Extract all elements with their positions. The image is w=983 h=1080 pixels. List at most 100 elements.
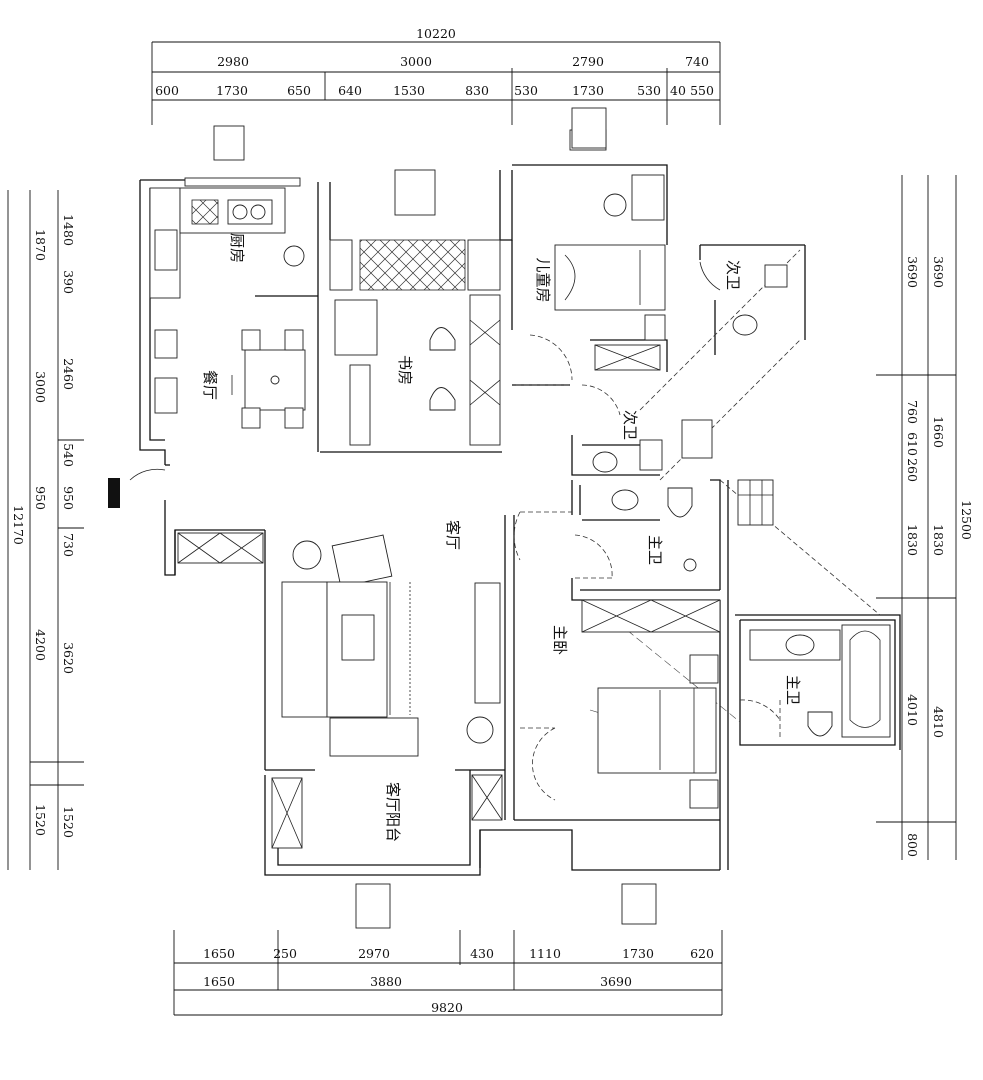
right-outer-dim: 1660: [931, 416, 946, 448]
second-bath-top-label: 次卫: [724, 260, 742, 290]
bed-mattress: [359, 239, 466, 291]
study-label: 书房: [396, 355, 414, 385]
bathtub-icon: [841, 624, 891, 738]
left-inner-dim: 2460: [61, 358, 76, 390]
bookshelf-icon: [349, 364, 371, 446]
kids-room-label: 儿童房: [534, 257, 552, 302]
left-inner-dim: 950: [61, 486, 76, 510]
top-seg-dim: 40: [670, 83, 686, 98]
basin-icon: [732, 314, 758, 336]
plant-icon: [466, 716, 494, 744]
second-bath-mid: 次卫: [592, 410, 774, 526]
armchair-icon: [331, 534, 393, 588]
right-inner-dim: 760: [905, 400, 920, 424]
left-inner-dim: 1480: [61, 214, 76, 246]
basin-icon: [611, 489, 639, 511]
bed-icon: [597, 687, 717, 774]
right-inner-dim: 610: [905, 432, 920, 456]
chair-icon: [429, 327, 456, 351]
wardrobe-icon: [469, 294, 501, 446]
left-outer-dim: 1520: [33, 804, 48, 836]
top-group-dim: 2980: [217, 54, 249, 69]
window-markers: [213, 107, 657, 929]
main-bath-small-label: 主卫: [646, 535, 664, 565]
living-label: 客厅: [444, 520, 462, 550]
bottom-row1-dim: 620: [690, 946, 714, 961]
top-seg-dim: 640: [338, 83, 362, 98]
toilet-icon: [639, 439, 663, 471]
left-dimensions: 12170 1870 3000 950 4200 1520 1480 390 2…: [7, 190, 84, 870]
top-seg-dim: 1530: [393, 83, 425, 98]
second-bath-top: 次卫: [724, 260, 788, 336]
dining-label: 餐厅: [201, 370, 219, 400]
desk-icon: [334, 299, 378, 356]
basin-icon: [785, 634, 815, 656]
shoe-cabinet: [177, 532, 264, 564]
kitchen-label: 厨房: [228, 233, 246, 263]
bottom-row1-dim: 250: [273, 946, 297, 961]
master-bedroom-label: 主卧: [551, 625, 569, 655]
study: 书房: [329, 169, 501, 446]
chair-icon: [241, 407, 261, 429]
bottom-dimensions: 1650 250 2970 430 1110 1730 620 1650 388…: [173, 930, 723, 1016]
top-seg-dim: 650: [287, 83, 311, 98]
top-group-dim: 3000: [400, 54, 432, 69]
wardrobe-icon: [581, 599, 721, 633]
bottom-row2-dim: 3690: [600, 974, 632, 989]
top-seg-dim: 1730: [572, 83, 604, 98]
armchair-icon: [292, 540, 322, 570]
fridge-icon: [154, 229, 178, 271]
top-seg-dim: 1730: [216, 83, 248, 98]
left-outer-dim: 950: [33, 486, 48, 510]
bottom-row1-dim: 1650: [203, 946, 235, 961]
bottom-total-dim: 9820: [431, 1000, 463, 1015]
top-seg-dim: 830: [465, 83, 489, 98]
right-inner-dim: 3690: [905, 256, 920, 288]
right-outer-dim: 1830: [931, 524, 946, 556]
master-bedroom: 主卧: [551, 599, 721, 809]
left-inner-dim: 3620: [61, 642, 76, 674]
top-dimensions: 10220 2980 3000 2790 740 600 1730 650 64…: [151, 26, 721, 125]
main-bath-small: 主卫: [611, 487, 697, 572]
kids-room: 儿童房: [534, 129, 666, 371]
bottom-row1-dim: 2970: [358, 946, 390, 961]
right-inner-dim: 4010: [905, 694, 920, 726]
left-total-dim: 12170: [11, 505, 26, 545]
chair-icon: [284, 407, 304, 429]
right-dimensions: 12500 3690 760 610 260 1830 4010 800 369…: [876, 175, 974, 860]
second-bath-mid-label: 次卫: [621, 410, 639, 440]
left-outer-dim: 3000: [33, 371, 48, 403]
bottom-row1-dim: 1110: [529, 946, 561, 961]
washer-icon: [283, 245, 305, 267]
entry-door-icon: [108, 478, 120, 508]
bottom-row2-dim: 3880: [370, 974, 402, 989]
living: 客厅: [177, 520, 501, 757]
toilet-icon: [764, 264, 788, 288]
desk-icon: [631, 174, 665, 221]
sofa-icon: [281, 581, 328, 718]
tv-cabinet: [474, 582, 501, 704]
toilet-icon: [807, 711, 833, 737]
chair-icon: [241, 329, 261, 351]
study-window-detail: [394, 169, 436, 216]
right-inner-dim: 260: [905, 458, 920, 482]
bottom-row1-dim: 430: [470, 946, 494, 961]
kitchen: 厨房: [149, 177, 318, 299]
chair-icon: [284, 329, 304, 351]
top-seg-dim: 600: [155, 83, 179, 98]
toilet-icon: [667, 487, 693, 518]
top-seg-dim: 530: [514, 83, 538, 98]
sofa-icon: [329, 717, 419, 757]
master-bath: 主卫: [749, 624, 891, 738]
bed-icon: [554, 244, 666, 311]
left-inner-dim: 730: [61, 533, 76, 557]
master-bath-label: 主卫: [784, 675, 802, 705]
right-inner-dim: 800: [905, 833, 920, 857]
top-seg-dim: 530: [637, 83, 661, 98]
right-inner-dim: 1830: [905, 524, 920, 556]
right-outer-dim: 3690: [931, 256, 946, 288]
left-inner-dim: 390: [61, 270, 76, 294]
kitchen-window: [184, 177, 301, 187]
left-outer-dim: 4200: [33, 629, 48, 661]
